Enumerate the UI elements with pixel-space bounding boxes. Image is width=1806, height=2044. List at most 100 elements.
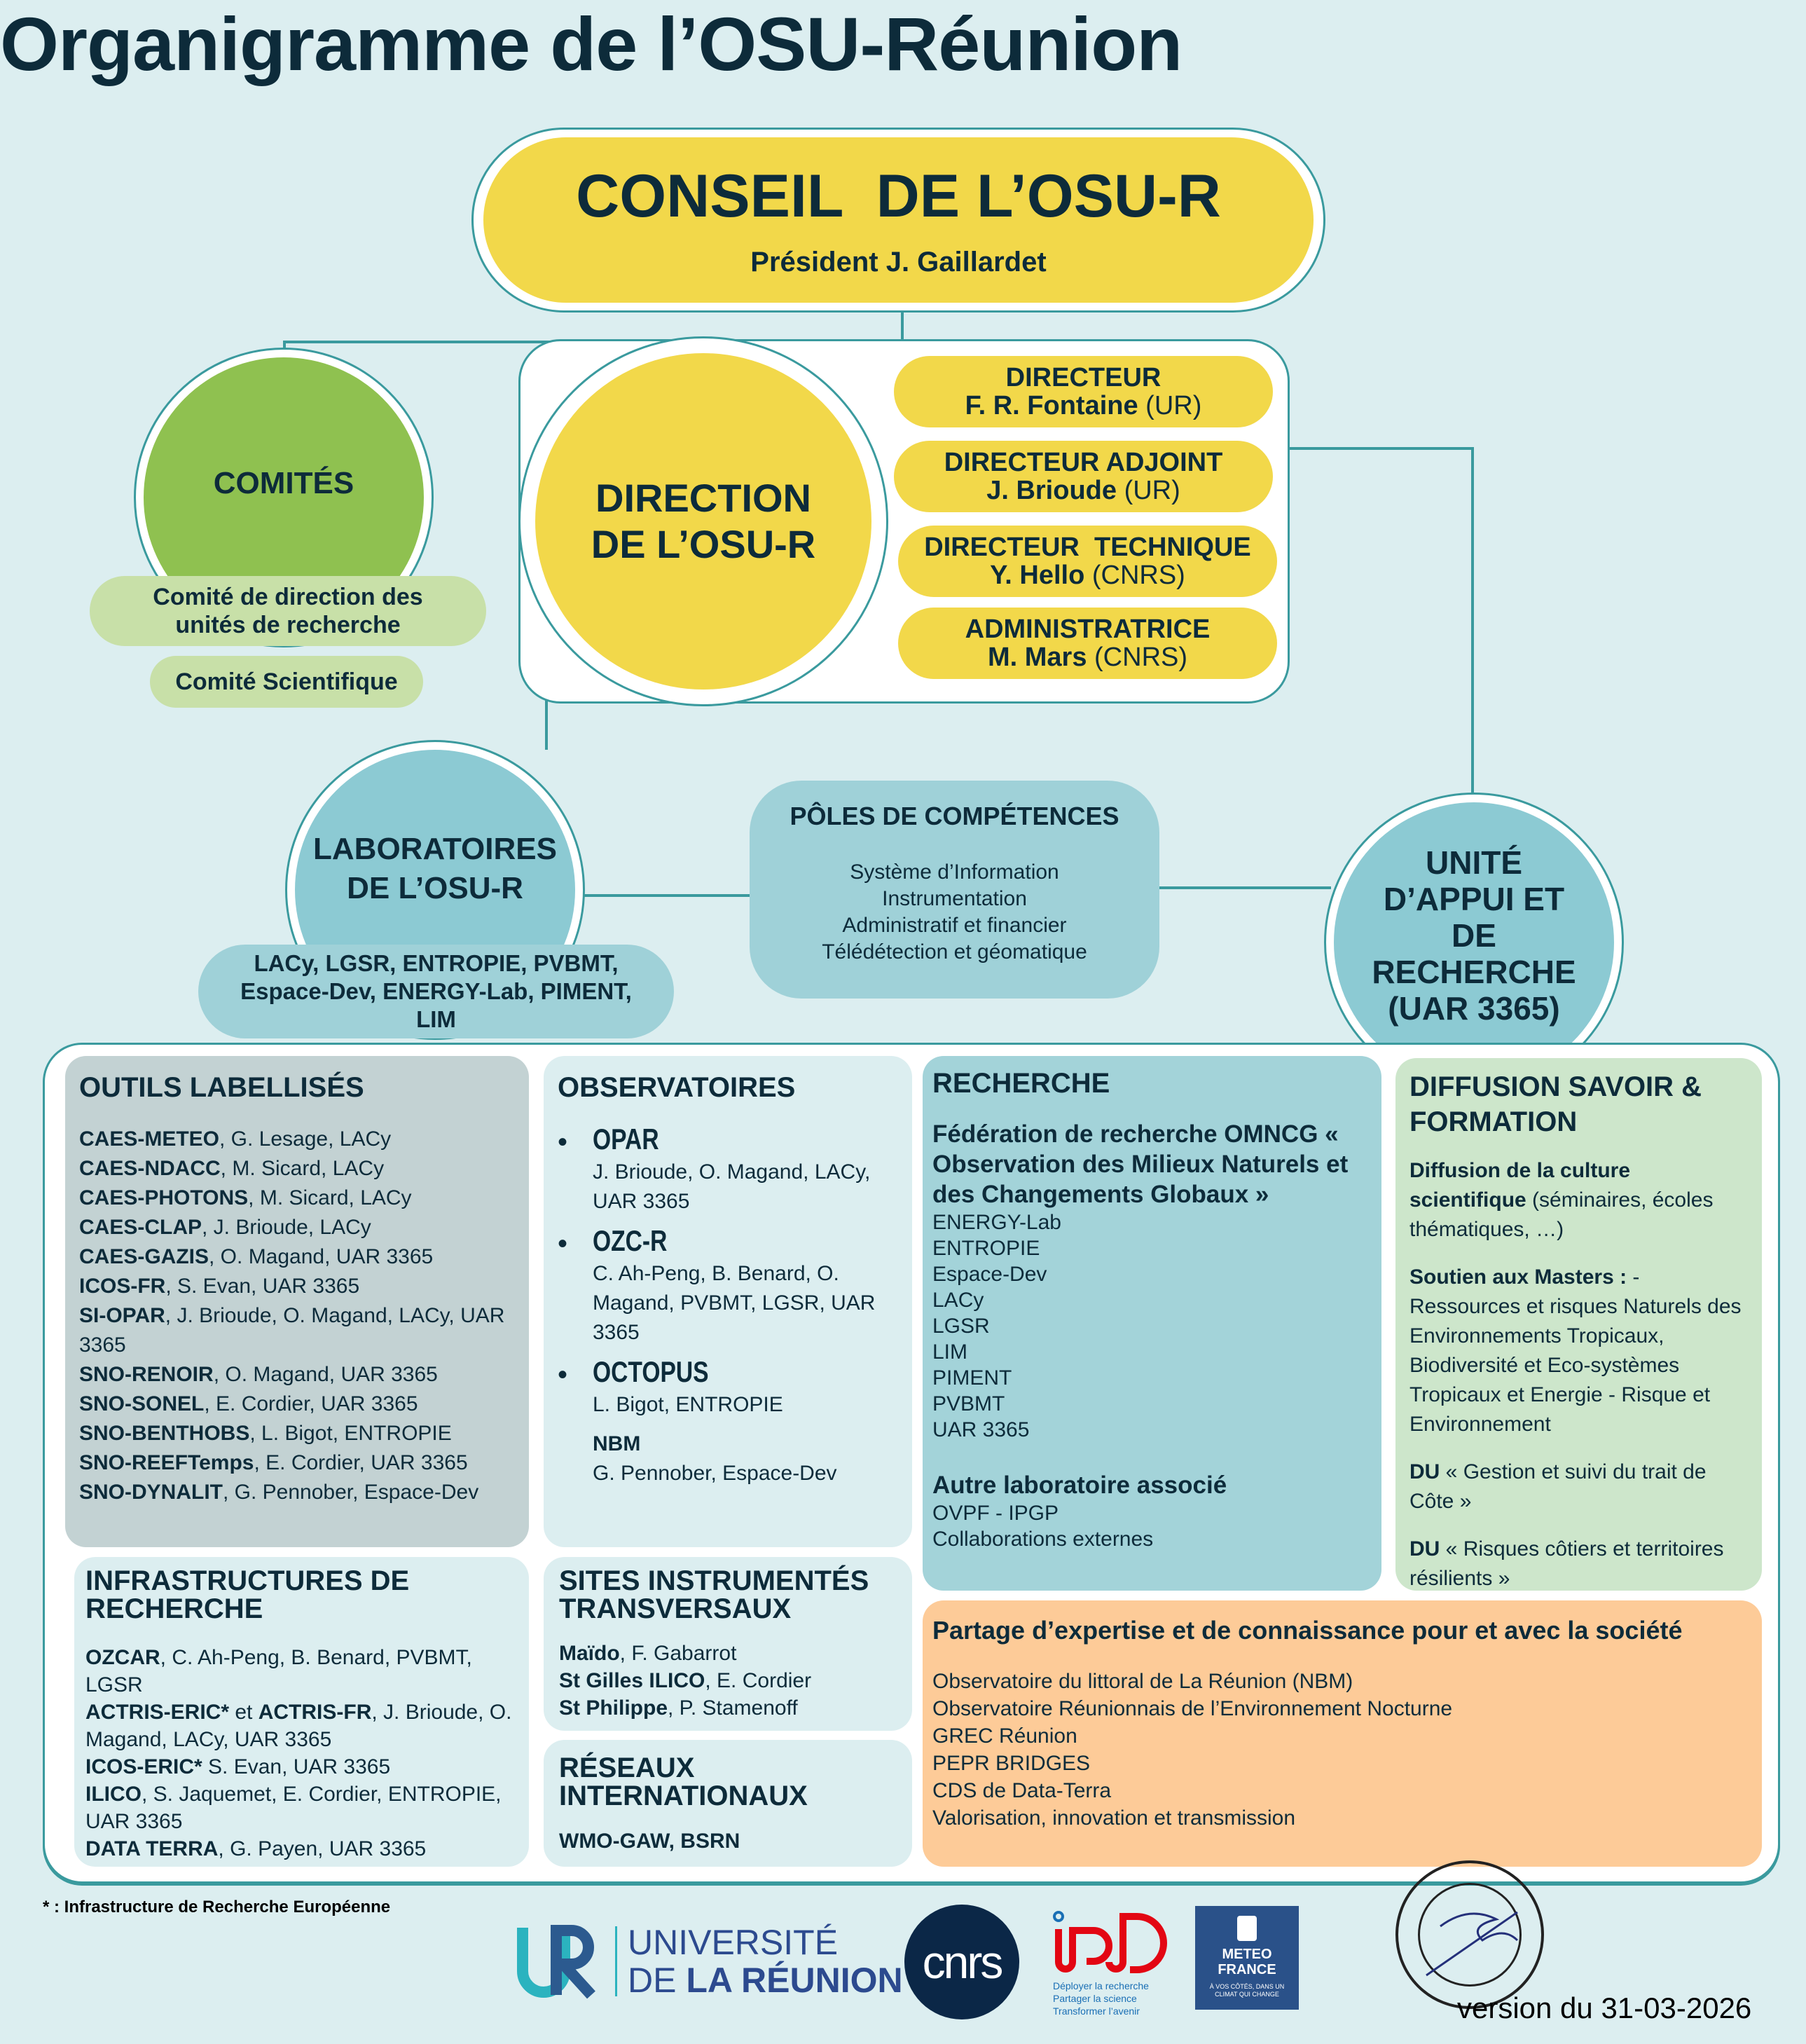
diffusion-block: DU « Gestion et suivi du trait de Côte »	[1409, 1457, 1748, 1516]
role-org: (UR)	[1124, 476, 1180, 505]
outils-item: SNO-RENOIR, O. Magand, UAR 3365	[79, 1360, 515, 1390]
infra-item: OZCAR, C. Ah-Peng, B. Benard, PVBMT, LGS…	[85, 1644, 518, 1699]
infra-item-name: DATA TERRA	[85, 1837, 219, 1860]
outils-item-detail: , O. Magand, UAR 3365	[213, 1363, 438, 1386]
observatoires-title: OBSERVATOIRES	[558, 1072, 796, 1103]
ur-divider	[615, 1926, 617, 1996]
role-holder: F. R. Fontaine (UR)	[965, 392, 1202, 420]
reseau-item: WMO-GAW, BSRN	[559, 1827, 897, 1856]
poles-item: Système d’Information	[850, 860, 1059, 884]
diffusion-block: Diffusion de la culture scientifique (sé…	[1409, 1156, 1748, 1244]
outils-item-name: CAES-NDACC	[79, 1157, 221, 1180]
diffusion-panel: DIFFUSION SAVOIR & FORMATION Diffusion d…	[1395, 1058, 1762, 1591]
partage-item: Observatoire Réunionnais de l’Environnem…	[932, 1697, 1453, 1720]
outils-item-detail: , S. Evan, UAR 3365	[165, 1275, 360, 1298]
ur-line2: DE LA RÉUNION	[628, 1960, 903, 2001]
connector	[584, 894, 752, 897]
outils-panel: OUTILS LABELLISÉS CAES-METEO, G. Lesage,…	[65, 1056, 529, 1547]
ird-mark-icon	[1053, 1911, 1167, 1973]
outils-item-detail: , E. Cordier, UAR 3365	[254, 1451, 468, 1474]
labo-list: LACy, LGSR, ENTROPIE, PVBMT, Espace-Dev,…	[240, 950, 632, 1032]
signature-icon	[1426, 1911, 1519, 1977]
site-item: Maïdo, F. Gabarrot	[559, 1640, 897, 1667]
autre-item: Collaborations externes	[932, 1528, 1154, 1551]
outils-item-detail: , M. Sicard, LACy	[248, 1186, 412, 1209]
site-item-name: Maïdo	[559, 1642, 620, 1665]
diffusion-block-name: Diffusion de la culture scientifique	[1409, 1159, 1631, 1212]
sites-panel: SITES INSTRUMENTÉS TRANSVERSAUX Maïdo, F…	[544, 1557, 912, 1731]
diffusion-block-detail: « Gestion et suivi du trait de Côte »	[1409, 1460, 1707, 1513]
role-title: DIRECTEUR ADJOINT	[944, 448, 1223, 477]
diffusion-block-name: DU	[1409, 1460, 1440, 1483]
reseaux-title: RÉSEAUX INTERNATIONAUX	[559, 1753, 808, 1811]
infra-item-detail: et	[229, 1701, 259, 1724]
outils-item-detail: , G. Lesage, LACy	[219, 1127, 392, 1151]
site-item-name: St Gilles ILICO	[559, 1669, 705, 1692]
site-item: St Philippe, P. Stamenoff	[559, 1694, 897, 1722]
outils-item-detail: , M. Sicard, LACy	[220, 1157, 385, 1180]
recherche-title: RECHERCHE	[932, 1068, 1110, 1099]
outils-item-detail: , L. Bigot, ENTROPIE	[249, 1422, 452, 1445]
ur-monogram-icon	[517, 1925, 595, 1999]
meteo-text: METEO FRANCE	[1218, 1947, 1276, 1977]
site-item-detail: , P. Stamenoff	[668, 1696, 798, 1720]
connector	[1290, 447, 1474, 450]
recherche-lab: Espace-Dev	[932, 1263, 1047, 1286]
observatoire-name: NBM	[593, 1432, 641, 1455]
recherche-lab: LACy	[932, 1289, 984, 1312]
poles-item: Télédétection et géomatique	[822, 940, 1087, 963]
recherche-lab: PIMENT	[932, 1366, 1012, 1390]
recherche-lab: LIM	[932, 1340, 968, 1364]
outils-item-detail: , J. Brioude, O. Magand, LACy, UAR 3365	[79, 1304, 505, 1357]
footnote: * : Infrastructure de Recherche Européen…	[43, 1898, 391, 1916]
outils-item: SNO-REEFTemps, E. Cordier, UAR 3365	[79, 1448, 515, 1478]
site-item-detail: , F. Gabarrot	[619, 1642, 737, 1665]
outils-item-name: SNO-BENTHOBS	[79, 1422, 250, 1445]
observatoire-name: OCTOPUS	[593, 1355, 709, 1388]
observatoire-desc: J. Brioude, O. Magand, LACy, UAR 3365	[593, 1160, 871, 1213]
infra-item-name: ACTRIS-FR	[258, 1701, 372, 1724]
recherche-panel: RECHERCHE Fédération de recherche OMNCG …	[923, 1056, 1381, 1591]
outils-item: CAES-NDACC, M. Sicard, LACy	[79, 1154, 515, 1184]
observatoires-panel: OBSERVATOIRES OPAR J. Brioude, O. Magand,…	[544, 1056, 912, 1547]
ur-logo: UNIVERSITÉ DE LA RÉUNION	[517, 1922, 903, 2001]
infra-item-detail: , J. Brioude, O. Magand, LACy, UAR 3365	[85, 1701, 512, 1751]
recherche-lab: ENERGY-Lab	[932, 1211, 1061, 1234]
diffusion-block: Soutien aux Masters : - Ressources et ri…	[1409, 1263, 1748, 1439]
partage-panel: Partage d’expertise et de connaissance p…	[923, 1600, 1762, 1867]
outils-item: SNO-SONEL, E. Cordier, UAR 3365	[79, 1390, 515, 1419]
connector	[1159, 886, 1331, 889]
observatoire-name: OPAR	[593, 1123, 659, 1155]
outils-item-name: SI-OPAR	[79, 1304, 165, 1327]
observatoire-item: OZC-RC. Ah-Peng, B. Benard, O. Magand, P…	[558, 1226, 898, 1347]
meteo-icon	[1237, 1916, 1257, 1941]
role-title: ADMINISTRATRICE	[965, 615, 1211, 644]
outils-item: ICOS-FR, S. Evan, UAR 3365	[79, 1272, 515, 1301]
observatoire-item: OCTOPUS L. Bigot, ENTROPIE	[558, 1357, 898, 1420]
partage-title: Partage d’expertise et de connaissance p…	[932, 1616, 1683, 1645]
outils-item: SNO-BENTHOBS, L. Bigot, ENTROPIE	[79, 1419, 515, 1448]
infra-item-name: ACTRIS-ERIC*	[85, 1701, 230, 1724]
outils-item: CAES-GAZIS, O. Magand, UAR 3365	[79, 1242, 515, 1272]
diffusion-block-detail: (séminaires, écoles thématiques, …)	[1409, 1188, 1714, 1241]
partage-item: GREC Réunion	[932, 1724, 1077, 1748]
outils-item-name: CAES-CLAP	[79, 1216, 202, 1239]
infra-item-detail: , G. Payen, UAR 3365	[218, 1837, 427, 1860]
role-holder: M. Mars (CNRS)	[988, 643, 1187, 671]
role-org: (UR)	[1145, 391, 1202, 420]
infra-item-detail: , S. Jaquemet, E. Cordier, ENTROPIE, UAR…	[85, 1783, 502, 1833]
ur-line2a: DE	[628, 1961, 687, 2000]
infra-item: ACTRIS-ERIC* et ACTRIS-FR, J. Brioude, O…	[85, 1699, 518, 1753]
ird-tagline: Déployer la recherche	[1053, 1980, 1149, 1991]
outils-item-name: SNO-REEFTemps	[79, 1451, 254, 1474]
autre-item: OVPF - IPGP	[932, 1502, 1059, 1525]
observatoire-desc: L. Bigot, ENTROPIE	[593, 1393, 783, 1416]
observatoire-name: OZC-R	[593, 1224, 668, 1257]
comites-title: COMITÉS	[213, 466, 354, 500]
infra-item-name: OZCAR	[85, 1646, 160, 1669]
ird-tagline: Transformer l’avenir	[1053, 2005, 1140, 2017]
diffusion-block: DU « Risques côtiers et territoires rési…	[1409, 1535, 1748, 1593]
recherche-lab: UAR 3365	[932, 1418, 1030, 1441]
